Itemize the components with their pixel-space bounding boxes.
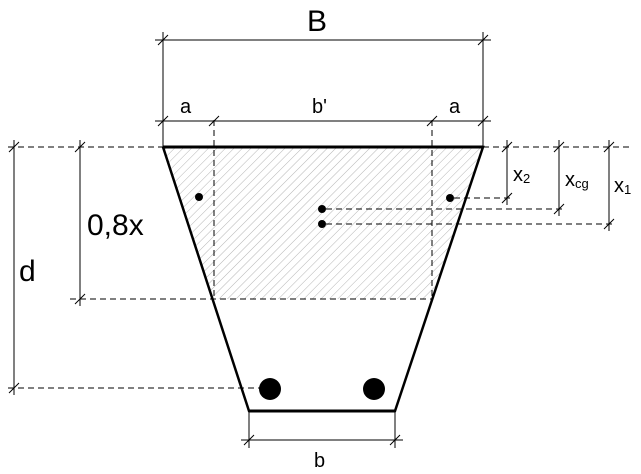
dim-b-tick-right: [389, 434, 401, 446]
label-xcg: xcg: [565, 169, 589, 191]
dim-ab-tick-2: [208, 115, 220, 127]
label-x2: x2: [513, 164, 530, 186]
rebar-bottom-left: [259, 378, 281, 400]
dim-B-tick-left: [157, 34, 169, 46]
dim-xcg-tick-top: [553, 141, 565, 153]
dim-08x-tick-bottom: [74, 293, 86, 305]
label-b-bottom: b: [314, 450, 325, 472]
rebar-right-flange: [446, 194, 454, 202]
label-d: d: [19, 255, 36, 288]
dim-d-tick-top: [8, 141, 20, 153]
label-x2-sub: 2: [523, 171, 530, 186]
label-x1-main: x: [614, 175, 624, 197]
label-x2-main: x: [513, 164, 523, 186]
label-08x: 0,8x: [87, 209, 144, 242]
label-xcg-sub: cg: [575, 176, 589, 191]
rebar-left-flange: [195, 193, 203, 201]
dim-b-tick-left: [243, 434, 255, 446]
label-b-prime: b': [312, 96, 327, 118]
dim-x1-tick-top: [603, 141, 615, 153]
dim-ab-tick-3: [426, 115, 438, 127]
dim-x2-tick-bottom: [501, 192, 513, 204]
centroid-point-upper: [318, 205, 326, 213]
dim-ab-tick-4: [477, 115, 489, 127]
label-xcg-main: x: [565, 169, 575, 191]
label-x1-sub: 1: [624, 182, 631, 197]
dim-B-tick-right: [477, 34, 489, 46]
dim-08x-tick-top: [74, 141, 86, 153]
rebar-bottom-right: [363, 378, 385, 400]
label-a-left: a: [180, 96, 192, 118]
dim-x2-tick-top: [501, 141, 513, 153]
dim-x1-tick-bottom: [603, 218, 615, 230]
label-B: B: [307, 5, 327, 38]
dim-ab-tick-1: [157, 115, 169, 127]
centroid-point-lower: [318, 220, 326, 228]
dim-xcg-tick-bottom: [553, 203, 565, 215]
label-a-right: a: [449, 96, 461, 118]
label-x1: x1: [614, 175, 631, 197]
